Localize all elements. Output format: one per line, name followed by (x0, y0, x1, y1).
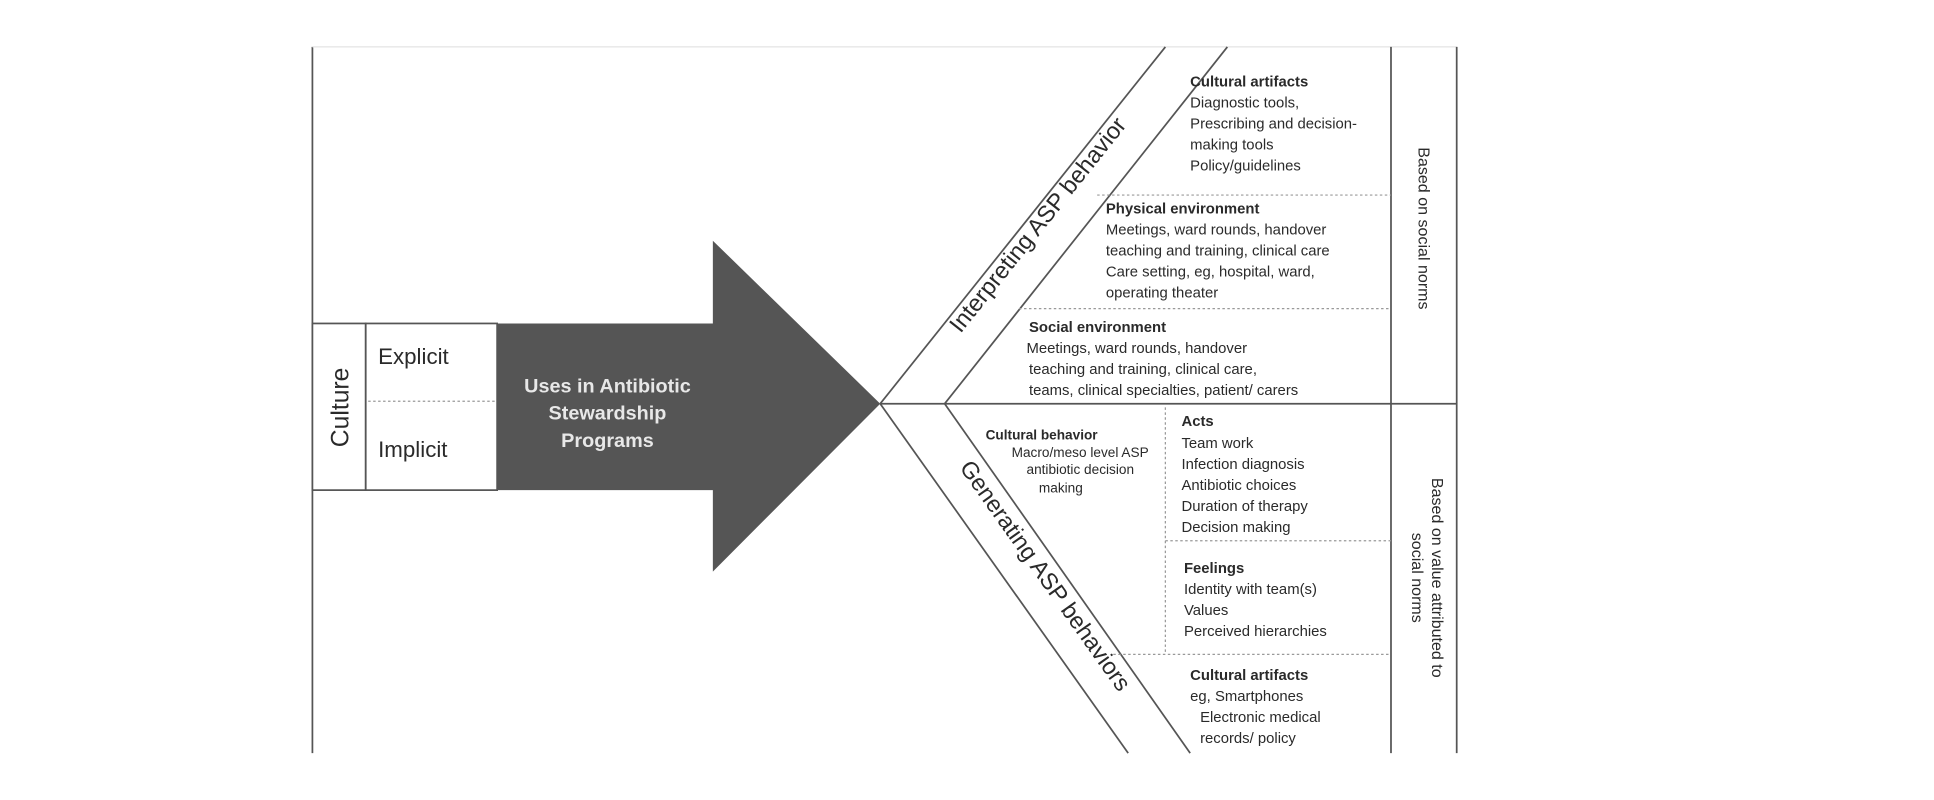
box-title: Social environment (1029, 320, 1166, 336)
upper-branch-outer (879, 46, 1167, 405)
box-title: Cultural artifacts (1190, 74, 1308, 90)
big-arrow (497, 240, 881, 572)
upper-cultural-artifacts: Cultural artifacts Diagnostic tools, Pre… (1190, 74, 1357, 174)
implicit-label: Implicit (378, 437, 448, 462)
box-line: antibiotic decision (1027, 462, 1135, 477)
box-line: teaching and training, clinical care (1106, 244, 1330, 260)
lower-feelings: Feelings Identity with team(s) Values Pe… (1184, 561, 1327, 640)
box-line: Meetings, ward rounds, handover (1027, 341, 1248, 357)
culture-box (311, 322, 367, 491)
box-line: Diagnostic tools, (1190, 95, 1299, 111)
box-line: Values (1184, 603, 1228, 619)
upper-social-environment: Social environment Meetings, ward rounds… (1027, 320, 1299, 399)
box-line: Infection diagnosis (1181, 457, 1304, 473)
right-lower-label-line-2: social norms (1408, 533, 1426, 623)
arrow-text-line-1: Uses in Antibiotic (524, 376, 691, 398)
lower-acts: Acts Team work Infection diagnosis Antib… (1181, 414, 1308, 536)
box-title: Feelings (1184, 561, 1244, 577)
box-line: Meetings, ward rounds, handover (1106, 223, 1327, 239)
box-line: Decision making (1181, 520, 1290, 536)
box-line: making tools (1190, 137, 1273, 153)
box-line: teaching and training, clinical care, (1029, 362, 1257, 378)
box-title: Cultural behavior (986, 428, 1099, 443)
box-line: operating theater (1106, 286, 1218, 302)
box-line: Policy/guidelines (1190, 158, 1301, 174)
lower-branch-outer (879, 403, 1129, 754)
box-title: Physical environment (1106, 202, 1260, 218)
upper-branch-inner (944, 46, 1229, 405)
box-line: records/ policy (1200, 731, 1296, 747)
box-line: eg, Smartphones (1190, 689, 1303, 705)
right-upper-label: Based on social norms (1414, 147, 1432, 309)
lower-branch-inner (943, 403, 1191, 754)
box-line: teams, clinical specialties, patient/ ca… (1029, 383, 1298, 399)
box-line: Duration of therapy (1181, 499, 1308, 515)
box-line: Perceived hierarchies (1184, 624, 1327, 640)
right-lower-label-line-1: Based on value attributed to (1428, 478, 1446, 678)
box-line: Antibiotic choices (1181, 478, 1296, 494)
explicit-label: Explicit (378, 344, 449, 369)
lower-cultural-artifacts: Cultural artifacts eg, Smartphones Elect… (1190, 668, 1320, 747)
lower-cultural-behavior: Cultural behavior Macro/meso level ASP a… (986, 428, 1149, 496)
box-title: Acts (1181, 414, 1213, 430)
box-line: Prescribing and decision- (1190, 116, 1357, 132)
box-line: Macro/meso level ASP (1012, 445, 1149, 460)
explicit-implicit-box (364, 322, 499, 491)
upper-branch-label: Interpreting ASP behavior (944, 112, 1131, 337)
box-line: Identity with team(s) (1184, 582, 1317, 598)
box-line: Team work (1181, 436, 1253, 452)
arrow-text-line-3: Programs (561, 430, 654, 452)
box-title: Cultural artifacts (1190, 668, 1308, 684)
box-line: Care setting, eg, hospital, ward, (1106, 265, 1315, 281)
box-line: making (1039, 481, 1083, 496)
culture-label: Culture (327, 368, 354, 448)
arrow-text-line-2: Stewardship (549, 403, 667, 425)
box-line: Electronic medical (1200, 710, 1321, 726)
upper-physical-environment: Physical environment Meetings, ward roun… (1106, 202, 1330, 302)
